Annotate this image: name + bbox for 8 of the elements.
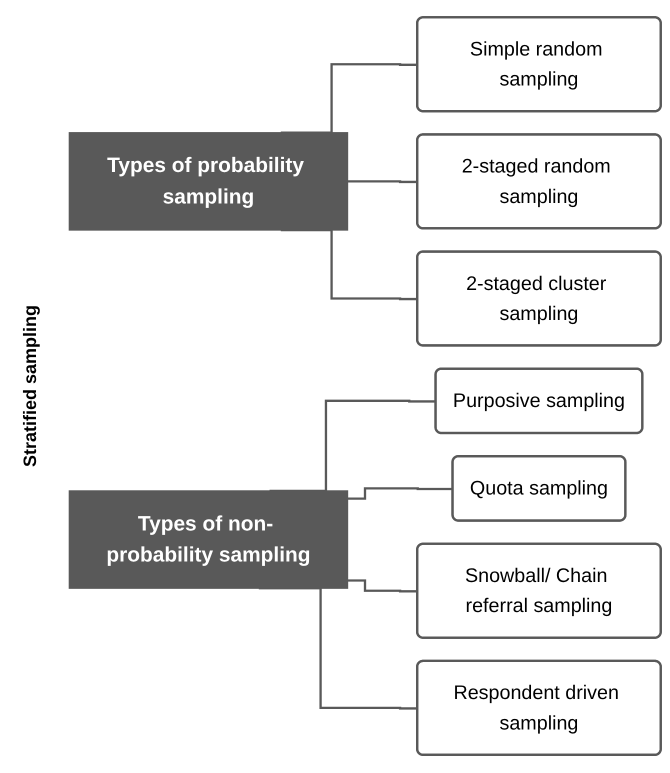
connector [348, 180, 418, 184]
connector [270, 400, 436, 492]
side-label: Stratified sampling [20, 305, 40, 468]
node-box: Types of non- probability sampling [68, 490, 348, 590]
node-box: Types of probability sampling [68, 132, 348, 232]
connector [348, 488, 454, 500]
connector [348, 580, 418, 593]
connector [280, 64, 418, 134]
